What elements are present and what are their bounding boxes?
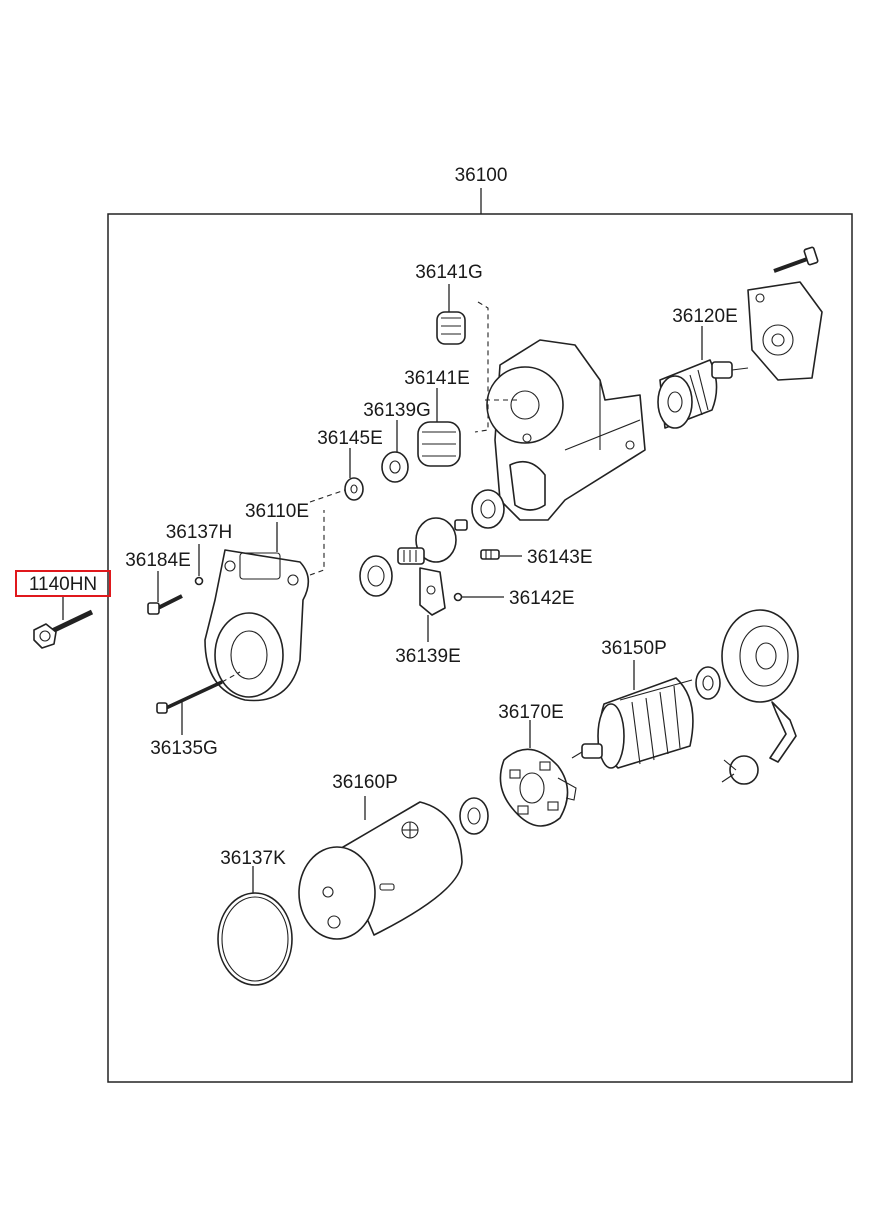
assembly-frame: [107, 213, 853, 1083]
spacer-36139G: [381, 451, 409, 483]
washer-36145E: [344, 477, 364, 501]
label-36145E[interactable]: 36145E: [317, 428, 383, 449]
armature-36150P: [571, 677, 694, 769]
front-housing-36110E: [204, 549, 310, 702]
label-36142E[interactable]: 36142E: [509, 588, 575, 609]
drive-housing: [486, 339, 646, 521]
mount-bracket: [747, 281, 823, 381]
lever-36139E: [419, 567, 446, 616]
label-1140HN[interactable]: 1140HN: [29, 574, 97, 595]
label-36110E[interactable]: 36110E: [245, 501, 309, 522]
bolt-36184E: [147, 594, 183, 615]
spring-36143E: [480, 549, 500, 560]
label-36120E[interactable]: 36120E: [672, 306, 738, 327]
gear-36141G: [436, 311, 466, 345]
pin-36142E: [453, 592, 463, 602]
highlight-box: [15, 570, 111, 597]
bearing-right: [471, 489, 505, 529]
bolt-36135G: [156, 680, 223, 714]
label-36135G[interactable]: 36135G: [150, 738, 218, 759]
assembly-label[interactable]: 36100: [455, 165, 508, 186]
oring-36137K: [217, 892, 293, 986]
label-36139G[interactable]: 36139G: [363, 400, 431, 421]
label-36141G[interactable]: 36141G: [415, 262, 483, 283]
label-36137K[interactable]: 36137K: [220, 848, 286, 869]
label-36150P[interactable]: 36150P: [601, 638, 667, 659]
housing-guide-dashed: [309, 510, 325, 576]
ring-36137H: [194, 576, 204, 586]
label-36170E[interactable]: 36170E: [498, 702, 564, 723]
gear-path-dashed: [474, 301, 489, 433]
through-bolt-top: [773, 246, 819, 273]
bolt-guide-dashed: [221, 671, 241, 683]
label-36160P[interactable]: 36160P: [332, 772, 398, 793]
rear-cover: [721, 609, 799, 785]
bearing-left: [359, 555, 393, 597]
bolt-1140HN: [33, 609, 94, 649]
label-36139E[interactable]: 36139E: [395, 646, 461, 667]
washer-guide-dashed: [309, 489, 346, 503]
label-36184E[interactable]: 36184E: [125, 550, 191, 571]
pinion-clutch: [397, 517, 468, 565]
gear-36141E: [417, 421, 461, 467]
label-36137H[interactable]: 36137H: [166, 522, 233, 543]
bearing-armature: [695, 666, 721, 700]
bearing-yoke: [459, 797, 489, 835]
label-36141E[interactable]: 36141E: [404, 368, 470, 389]
label-36143E[interactable]: 36143E: [527, 547, 593, 568]
solenoid-36120E: [657, 359, 749, 429]
yoke-36160P: [298, 801, 463, 940]
brush-holder-36170E: [499, 748, 577, 827]
